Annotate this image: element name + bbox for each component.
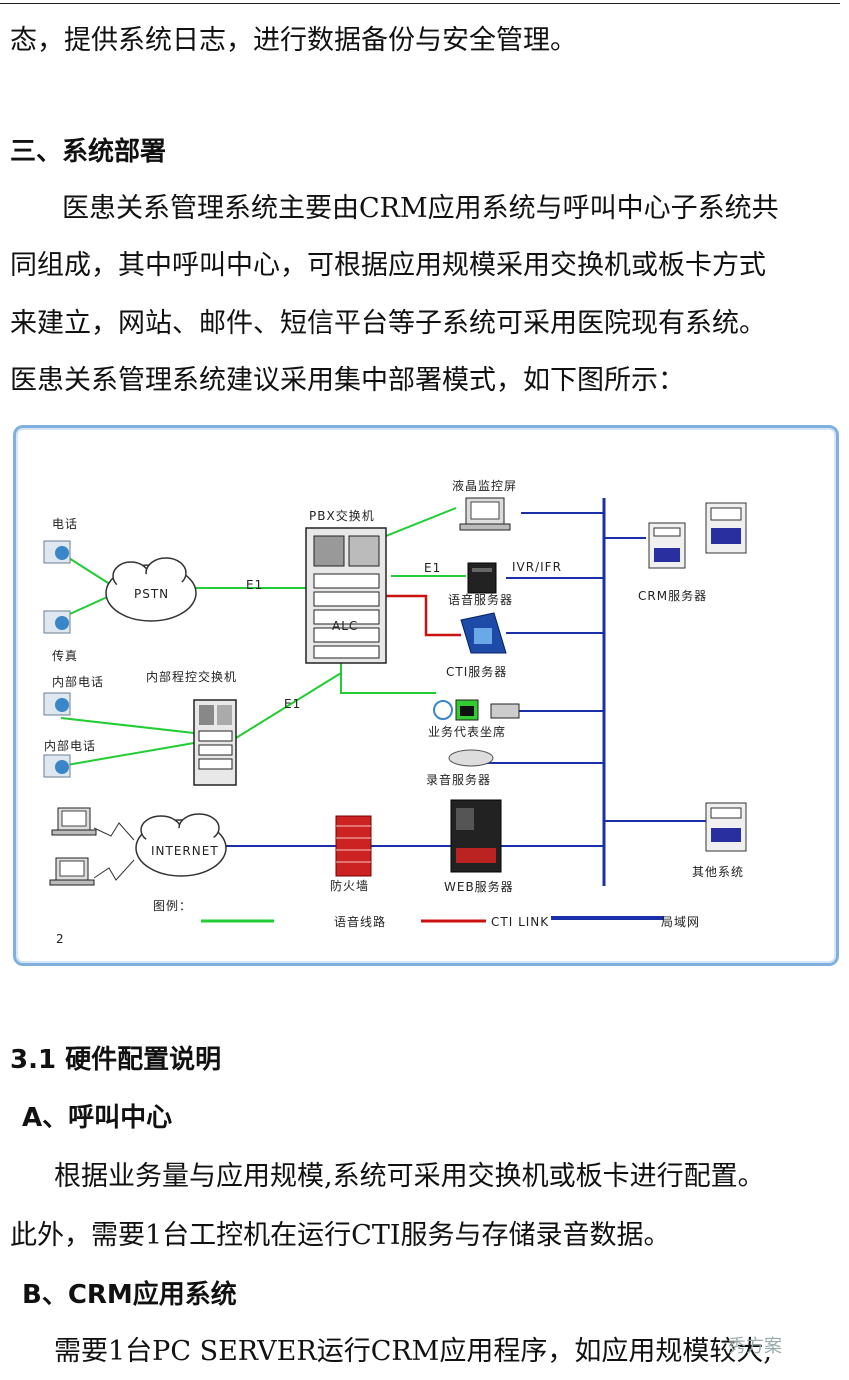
label-web-server: WEB服务器 (444, 879, 514, 894)
firewall-icon (335, 815, 372, 877)
pstn-cloud (105, 557, 197, 622)
agent-seat-icon (433, 699, 520, 721)
diagram-svg: 电话 传真 内部电话 内部电话 PSTN INTERNET PBX交换机 内部程… (43, 478, 747, 946)
paragraph-line: 此外，需要1台工控机在运行CTI服务与存储录音数据。 (10, 1220, 671, 1251)
diagram-page-number: 2 (56, 932, 65, 946)
label-agent: 业务代表坐席 (428, 724, 506, 739)
legend-voice: 语音线路 (334, 914, 386, 929)
section-heading: 三、系统部署 (10, 137, 167, 167)
paragraph-line: 来建立，网站、邮件、短信平台等子系统可采用医院现有系统。 (10, 308, 766, 339)
telephone-icon (43, 540, 71, 778)
label-cti-server: CTI服务器 (446, 664, 507, 679)
crm-server-icon (648, 502, 747, 569)
deployment-diagram: 电话 传真 内部电话 内部电话 PSTN INTERNET PBX交换机 内部程… (13, 425, 839, 966)
paragraph-line: 医患关系管理系统主要由CRM应用系统与呼叫中心子系统共 (62, 193, 779, 224)
label-e1: E1 (284, 697, 301, 711)
label-recording-server: 录音服务器 (426, 772, 491, 787)
label-internal-phone: 内部电话 (52, 674, 104, 689)
paragraph-line: 同组成，其中呼叫中心，可根据应用规模采用交换机或板卡方式 (10, 250, 766, 281)
label-ivr: IVR/IFR (512, 560, 562, 574)
cti-server-icon (460, 612, 507, 654)
top-rule (0, 3, 840, 4)
legend-lan: 局域网 (661, 915, 700, 929)
watermark: 秀方案 (728, 1336, 782, 1357)
web-server-icon (450, 799, 502, 873)
pbx-switch-icon (305, 527, 387, 664)
cti-lines (386, 594, 486, 923)
label-internal-switch: 内部程控交换机 (146, 669, 237, 684)
monitor-icon (459, 497, 511, 531)
label-e1: E1 (246, 578, 263, 592)
label-lcd: 液晶监控屏 (452, 478, 517, 493)
paragraph-line: 需要1台PC SERVER运行CRM应用程序，如应用规模较大, (54, 1336, 772, 1367)
internal-switch-icon (193, 699, 237, 786)
internet-cloud (135, 813, 227, 877)
recording-server-icon (448, 749, 494, 767)
label-other-systems: 其他系统 (692, 865, 744, 879)
label-e1: E1 (424, 561, 441, 575)
legend-title: 图例： (153, 899, 192, 913)
subsection-heading: 3.1 硬件配置说明 (10, 1045, 222, 1075)
legend-cti: CTI LINK (491, 915, 549, 929)
voice-server-icon (467, 562, 497, 594)
paragraph-line: 态，提供系统日志，进行数据备份与安全管理。 (10, 25, 577, 56)
label-crm-server: CRM服务器 (638, 588, 707, 603)
label-alc: ALC (332, 619, 358, 633)
other-systems-icon (705, 802, 747, 852)
label-internal-phone: 内部电话 (44, 738, 96, 753)
label-firewall: 防火墙 (330, 878, 369, 893)
paragraph-line: 根据业务量与应用规模,系统可采用交换机或板卡进行配置。 (54, 1161, 765, 1192)
label-phone: 电话 (52, 517, 78, 531)
label-pstn: PSTN (134, 587, 169, 601)
label-pbx: PBX交换机 (309, 508, 375, 523)
label-fax: 传真 (52, 648, 78, 663)
label-voice-server: 语音服务器 (448, 592, 513, 607)
subsection-heading: A、呼叫中心 (22, 1103, 173, 1133)
pc-icon (49, 807, 135, 886)
label-internet: INTERNET (151, 844, 219, 858)
paragraph-line: 医患关系管理系统建议采用集中部署模式，如下图所示： (10, 365, 685, 396)
subsection-heading: B、CRM应用系统 (22, 1280, 237, 1310)
